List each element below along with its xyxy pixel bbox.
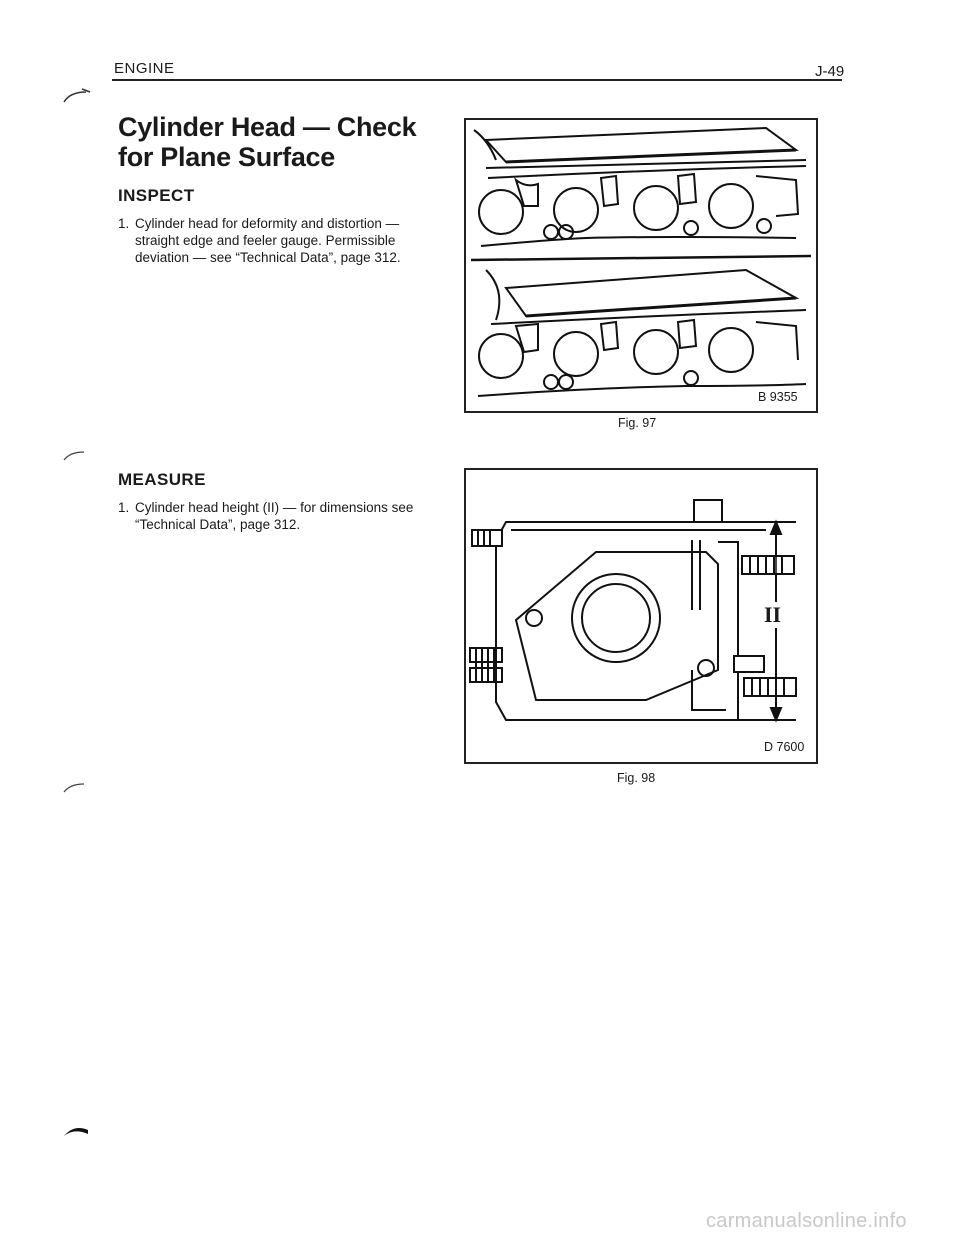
inspect-heading: INSPECT <box>118 186 195 205</box>
cylinder-head-height-drawing <box>469 499 797 723</box>
fig97-code: B 9355 <box>756 390 800 404</box>
step-text: Cylinder head for deformity and distorti… <box>135 216 401 265</box>
page-number: J-49 <box>815 63 845 80</box>
step-number: 1. <box>118 216 130 231</box>
margin-mark <box>63 88 91 103</box>
inspect-step-1: 1. Cylinder head for deformity and disto… <box>118 215 418 266</box>
fig98-caption: Fig. 98 <box>617 771 656 785</box>
measure-step-1: 1. Cylinder head height (II) — for dimen… <box>118 499 418 533</box>
margin-mark <box>63 451 85 461</box>
fig97-illustration: B 9355 <box>464 118 818 413</box>
margin-mark <box>64 1128 88 1136</box>
fig98-code: D 7600 <box>762 740 807 754</box>
step-text: Cylinder head height (II) — for dimensio… <box>135 500 414 532</box>
fig97-caption: Fig. 97 <box>618 416 657 430</box>
page-title: Cylinder Head — Check for Plane Surface <box>118 112 417 172</box>
margin-mark <box>63 783 85 793</box>
step-number: 1. <box>118 500 130 515</box>
running-header-section: ENGINE <box>114 60 175 77</box>
watermark: carmanualsonline.info <box>706 1210 907 1232</box>
fig98-illustration: II D 7600 <box>464 468 818 764</box>
height-dimension-label: II <box>762 602 784 628</box>
header-rule <box>112 79 842 81</box>
measure-heading: MEASURE <box>118 470 206 489</box>
cylinder-head-straight-edge-drawing <box>470 126 812 397</box>
